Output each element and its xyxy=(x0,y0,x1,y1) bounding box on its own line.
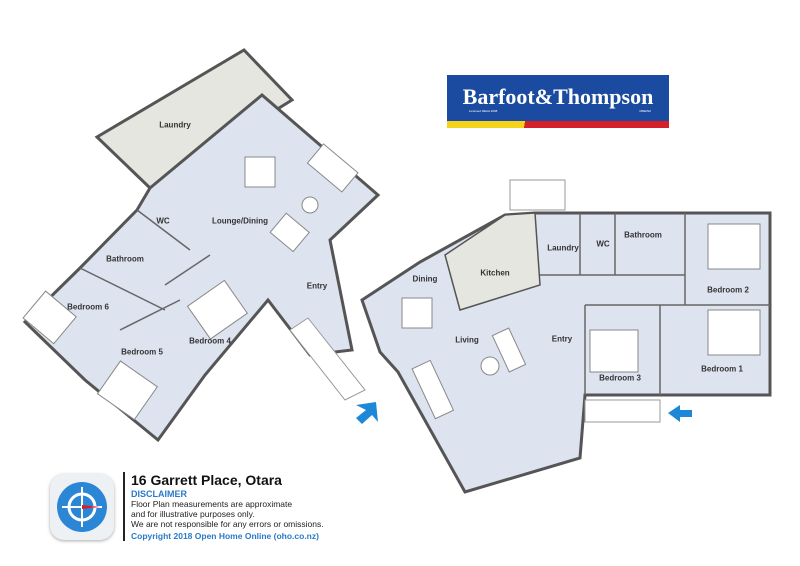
room-label-laundry: Laundry xyxy=(547,243,579,253)
interior-walls xyxy=(79,209,770,395)
room-label-bedroom-4: Bedroom 4 xyxy=(189,336,231,346)
logo-name: Barfoot&Thompson xyxy=(462,84,654,109)
room-label-wc: WC xyxy=(596,239,610,249)
copyright: Copyright 2018 Open Home Online (oho.co.… xyxy=(131,531,319,541)
room-label-bedroom-2: Bedroom 2 xyxy=(707,285,749,295)
staircase xyxy=(509,179,566,211)
disclaimer-heading: DISCLAIMER xyxy=(131,489,187,499)
room-label-entry: Entry xyxy=(306,281,328,291)
room-label-kitchen: Kitchen xyxy=(480,268,510,278)
logo-member: MREINZ xyxy=(639,109,652,113)
laundry-area xyxy=(94,48,295,190)
room-label-lounge-dining: Lounge/Dining xyxy=(212,216,268,226)
room-label-bedroom-3: Bedroom 3 xyxy=(599,373,641,383)
room-label-laundry: Laundry xyxy=(159,120,191,130)
room-label-dining: Dining xyxy=(412,274,438,284)
disclaimer-line: Floor Plan measurements are approximate xyxy=(131,499,293,509)
disclaimer-line: We are not responsible for any errors or… xyxy=(131,519,324,529)
room-label-bedroom-6: Bedroom 6 xyxy=(67,302,109,312)
barfoot-thompson-logo: Barfoot&Thompson Licensed REAA 2008 MREI… xyxy=(447,75,669,128)
room-label-bathroom: Bathroom xyxy=(624,230,662,240)
logo-licence: Licensed REAA 2008 xyxy=(469,109,498,113)
room-label-wc: WC xyxy=(156,216,170,226)
left-wing xyxy=(22,93,381,443)
room-label-bathroom: Bathroom xyxy=(106,254,144,264)
staircase xyxy=(584,399,661,423)
entry-arrow-icon xyxy=(356,402,378,424)
entry-arrow-icon xyxy=(668,405,692,422)
compass-icon xyxy=(50,474,114,540)
room-label-entry: Entry xyxy=(551,334,573,344)
staircase xyxy=(289,317,366,401)
kitchen-area xyxy=(444,212,541,311)
logo-stripe xyxy=(447,121,669,128)
room-label-living: Living xyxy=(455,335,479,345)
disclaimer-line: and for illustrative purposes only. xyxy=(131,509,255,519)
room-label-bedroom-1: Bedroom 1 xyxy=(701,364,743,374)
address: 16 Garrett Place, Otara xyxy=(131,472,282,488)
room-label-bedroom-5: Bedroom 5 xyxy=(121,347,163,357)
furniture xyxy=(22,143,761,421)
property-info: 16 Garrett Place, Otara DISCLAIMER Floor… xyxy=(123,472,324,541)
